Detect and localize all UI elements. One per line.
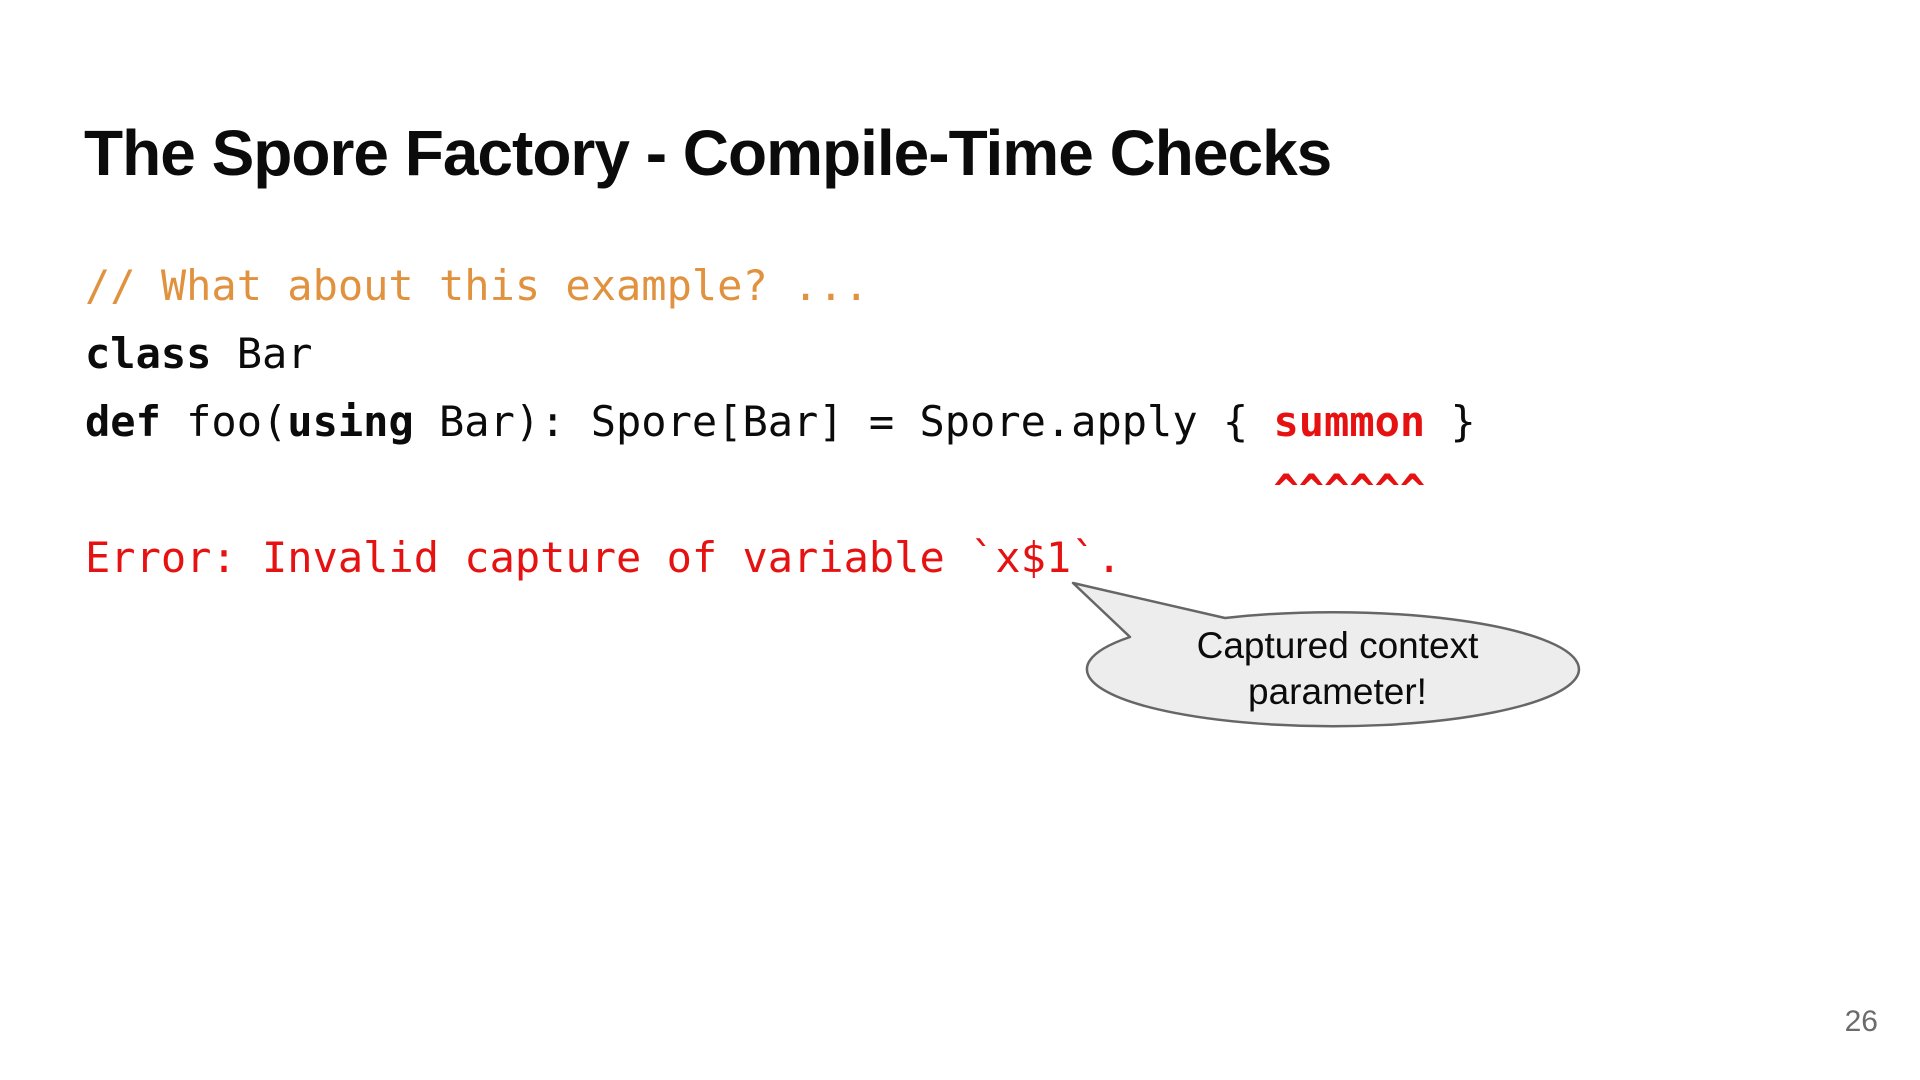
- code-segment-error: Error: Invalid capture of variable `x$1`…: [85, 533, 1122, 582]
- code-line: Error: Invalid capture of variable `x$1`…: [85, 524, 1476, 592]
- code-line: // What about this example? ...: [85, 252, 1476, 320]
- speech-bubble-line: Captured context: [1196, 625, 1479, 666]
- code-segment-plain: Bar): Spore[Bar] = Spore.apply {: [413, 397, 1274, 446]
- code-line: class Bar: [85, 320, 1476, 388]
- code-line: def foo(using Bar): Spore[Bar] = Spore.a…: [85, 388, 1476, 456]
- page-number: 26: [1844, 1005, 1878, 1038]
- speech-bubble-text: Captured context parameter!: [1100, 614, 1575, 724]
- code-segment-keyword: using: [287, 397, 414, 446]
- code-segment-keyword: class: [85, 329, 212, 378]
- code-line: ^^^^^^: [85, 456, 1476, 524]
- code-segment-keyword: def: [85, 397, 161, 446]
- speech-bubble-shape: [1071, 581, 1581, 728]
- speech-bubble-line: parameter!: [1248, 671, 1427, 712]
- slide-title: The Spore Factory - Compile-Time Checks: [84, 117, 1332, 189]
- code-segment-error-bold: summon: [1273, 397, 1426, 446]
- code-segment-caret: ^^^^^^: [85, 465, 1426, 514]
- code-block: // What about this example? ... class Bar…: [85, 252, 1476, 592]
- code-segment-plain: Bar: [211, 329, 313, 378]
- code-segment-plain: }: [1425, 397, 1476, 446]
- code-segment-comment: // What about this example? ...: [85, 261, 869, 310]
- code-segment-plain: foo(: [160, 397, 288, 446]
